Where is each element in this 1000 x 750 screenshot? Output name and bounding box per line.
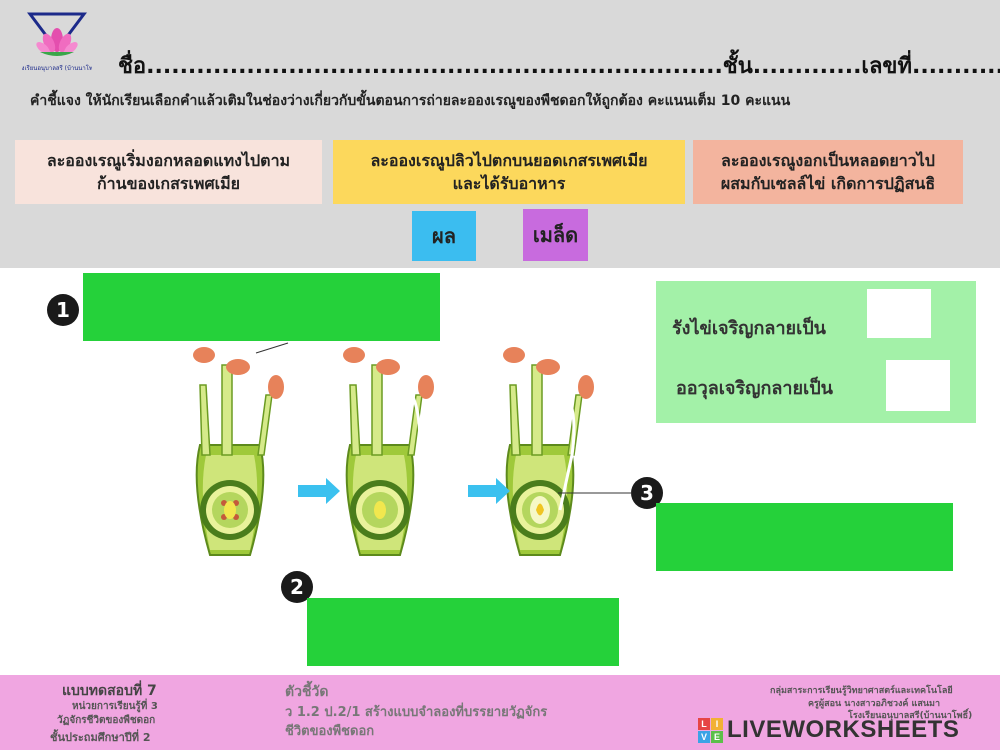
student-info-line: ชื่อ....................................…: [118, 54, 1000, 79]
logo-letter: V: [698, 730, 710, 743]
instruction-text: คำชี้แจง ให้นักเรียนเลือกคำแล้วเติมในช่อ…: [30, 93, 791, 109]
logo-letter: I: [711, 717, 723, 730]
subject-department: กลุ่มสาระการเรียนรู้วิทยาศาสตร์และเทคโนโ…: [770, 686, 953, 696]
step-number-1: 1: [47, 294, 79, 326]
ovary-label: รังไข่เจริญกลายเป็น: [672, 318, 826, 339]
answer-card-pollen-tube-start[interactable]: ละอองเรณูเริ่มงอกหลอดแทงไปตาม ก้านของเกส…: [15, 140, 322, 204]
word-card-seed[interactable]: เมล็ด: [523, 209, 588, 261]
lotus-school-logo-icon: โรงเรียนอนุบาลสรี (บ้านนาโพธิ์): [22, 12, 92, 72]
ovary-answer-box[interactable]: [867, 289, 931, 338]
step-number-2: 2: [281, 571, 313, 603]
drop-zone-step-1[interactable]: [83, 273, 440, 341]
logo-letter: L: [698, 717, 710, 730]
indicator-line: ชีวิตของพืชดอก: [285, 724, 375, 739]
grade-level: ชั้นประถมศึกษาปีที่ 2: [50, 731, 151, 744]
test-title: แบบทดสอบที่ 7: [62, 683, 157, 699]
logo-text: โรงเรียนอนุบาลสรี (บ้านนาโพธิ์): [22, 63, 92, 72]
indicator-line: ว 1.2 ป.2/1 สร้างแบบจำลองที่บรรยายวัฏจัก…: [285, 705, 548, 720]
logo-letter: E: [711, 730, 723, 743]
word-card-fruit[interactable]: ผล: [412, 211, 476, 261]
card-line: ละอองเรณูงอกเป็นหลอดยาวไป: [721, 150, 935, 170]
card-line: ก้านของเกสรเพศเมีย: [96, 174, 241, 193]
card-line: และได้รับอาหาร: [452, 174, 566, 193]
right-arrow-icon: [298, 478, 340, 504]
ovule-label: ออวุลเจริญกลายเป็น: [676, 378, 833, 399]
drop-zone-step-2[interactable]: [307, 598, 619, 666]
unit-number: หน่วยการเรียนรู้ที่ 3: [72, 701, 158, 712]
card-line: ละอองเรณูปลิวไปตกบนยอดเกสรเพศเมีย: [370, 150, 648, 170]
answer-card-fertilization[interactable]: ละอองเรณูงอกเป็นหลอดยาวไป ผสมกับเซลล์ไข่…: [693, 140, 963, 204]
school-name: โรงเรียนอนุบาลสรี(บ้านนาโพธิ์): [848, 711, 973, 721]
unit-name: วัฏจักรชีวิตของพืชดอก: [57, 715, 156, 726]
teacher-name: ครูผู้สอน นางสาวอภิชวงค์ แสนมา: [808, 699, 940, 709]
flower-pollination-diagram-icon: [192, 342, 632, 556]
header-panel: [0, 0, 1000, 268]
footer-panel: [0, 675, 1000, 750]
right-arrow-icon: [468, 478, 510, 504]
ovule-answer-box[interactable]: [886, 360, 950, 411]
card-line: ผสมกับเซลล์ไข่ เกิดการปฏิสนธิ: [720, 174, 936, 193]
drop-zone-step-3[interactable]: [656, 503, 953, 571]
liveworksheets-icon: L I V E: [698, 717, 723, 743]
card-line: ละอองเรณูเริ่มงอกหลอดแทงไปตาม: [46, 150, 291, 170]
liveworksheets-logo[interactable]: L I V E LIVEWORKSHEETS: [698, 716, 959, 744]
indicator-title: ตัวชี้วัด: [285, 684, 329, 700]
liveworksheets-wordmark: LIVEWORKSHEETS: [727, 716, 960, 743]
answer-card-pollen-landing[interactable]: ละอองเรณูปลิวไปตกบนยอดเกสรเพศเมีย และได้…: [333, 140, 685, 204]
